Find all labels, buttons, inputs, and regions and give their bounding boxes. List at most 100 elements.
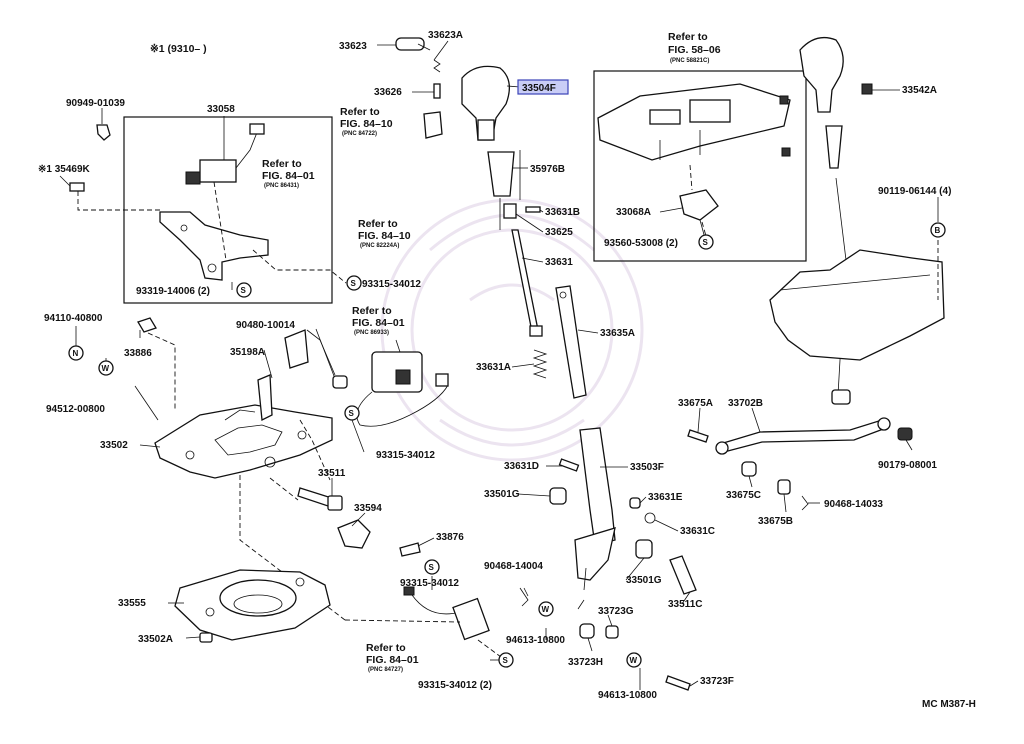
label-33723G[interactable]: 33723G xyxy=(598,606,634,617)
label-33542A[interactable]: 33542A xyxy=(902,85,937,96)
label-33702B[interactable]: 33702B xyxy=(728,398,763,409)
label-33502A[interactable]: 33502A xyxy=(138,634,173,645)
label-90119-06144[interactable]: 90119-06144 (4) xyxy=(878,186,951,197)
detent-bracket xyxy=(257,329,309,422)
svg-text:Refer to: Refer to xyxy=(358,218,398,230)
symbol-s-5: S xyxy=(498,652,514,668)
pin-33631E xyxy=(629,497,641,509)
label-33503F[interactable]: 33503F xyxy=(630,462,664,473)
label-93315-34012-b[interactable]: 93315-34012 xyxy=(376,450,435,461)
label-93315-34012-d[interactable]: 93315-34012 (2) xyxy=(418,680,492,691)
label-94512-00800[interactable]: 94512-00800 xyxy=(46,404,105,415)
button-33623 xyxy=(395,37,431,51)
symbol-s-1: S xyxy=(236,282,252,298)
label-33631D[interactable]: 33631D xyxy=(504,461,539,472)
svg-text:(PNC 86933): (PNC 86933) xyxy=(354,330,389,336)
cap-35469K xyxy=(69,182,85,192)
label-33058[interactable]: 33058 xyxy=(207,104,235,115)
label-33631A[interactable]: 33631A xyxy=(476,362,511,373)
label-33555[interactable]: 33555 xyxy=(118,598,146,609)
label-93319-14006[interactable]: 93319-14006 (2) xyxy=(136,286,210,297)
label-90949-01039[interactable]: 90949-01039 xyxy=(66,98,125,109)
label-33594[interactable]: 33594 xyxy=(354,503,382,514)
label-33623[interactable]: 33623 xyxy=(339,41,367,52)
reference-r3[interactable]: Refer to FIG. 84–10 (PNC 82224A) xyxy=(358,218,411,249)
label-94613-10800-a[interactable]: 94613-10800 xyxy=(506,635,565,646)
svg-text:B: B xyxy=(935,226,941,235)
label-33511C[interactable]: 33511C xyxy=(668,599,702,610)
svg-text:FIG. 84–01: FIG. 84–01 xyxy=(352,317,405,329)
svg-text:(PNC 58821C): (PNC 58821C) xyxy=(670,58,709,64)
label-33626[interactable]: 33626 xyxy=(374,87,402,98)
label-33501G-a[interactable]: 33501G xyxy=(484,489,520,500)
shift-lock-solenoid xyxy=(185,123,265,185)
harness-86933 xyxy=(356,351,449,427)
svg-text:W: W xyxy=(542,605,550,614)
cover-84722 xyxy=(423,111,443,139)
label-35469K[interactable]: ※1 35469K xyxy=(38,164,91,175)
pin-33626 xyxy=(433,83,441,99)
label-33504F[interactable]: 33504F xyxy=(522,83,556,94)
label-33631[interactable]: 33631 xyxy=(545,257,573,268)
label-33675C[interactable]: 33675C xyxy=(726,490,761,501)
bolt-33511 xyxy=(297,487,343,511)
svg-text:W: W xyxy=(102,364,110,373)
label-93315-34012-a[interactable]: 93315-34012 xyxy=(362,279,421,290)
label-33675B[interactable]: 33675B xyxy=(758,516,793,527)
label-90468-14004[interactable]: 90468-14004 xyxy=(484,561,543,572)
symbol-b: B xyxy=(930,222,946,238)
svg-text:S: S xyxy=(429,563,435,572)
svg-text:FIG. 84–01: FIG. 84–01 xyxy=(262,170,315,182)
label-90480-10014[interactable]: 90480-10014 xyxy=(236,320,295,331)
clip-33631C xyxy=(644,512,656,524)
lever-bracket-right xyxy=(769,249,945,361)
knob-right xyxy=(799,36,844,113)
label-93560-53008[interactable]: 93560-53008 (2) xyxy=(604,238,678,249)
label-94110-40800[interactable]: 94110-40800 xyxy=(44,313,103,324)
bushing-33723H xyxy=(579,623,595,639)
clamp-90949 xyxy=(96,124,111,141)
svg-text:(PNC 84727): (PNC 84727) xyxy=(368,667,403,673)
reference-r2[interactable]: Refer to FIG. 84–01 (PNC 86431) xyxy=(262,158,315,189)
label-90468-14033[interactable]: 90468-14033 xyxy=(824,499,883,510)
position-switch-33555 xyxy=(174,569,331,641)
reference-r5[interactable]: Refer to FIG. 58–06 (PNC 58821C) xyxy=(668,31,721,64)
label-35198A[interactable]: 35198A xyxy=(230,347,265,358)
label-33511[interactable]: 33511 xyxy=(318,468,346,479)
label-33876[interactable]: 33876 xyxy=(436,532,464,543)
reference-r6[interactable]: Refer to FIG. 84–01 (PNC 84727) xyxy=(366,642,419,673)
sensor-33876 xyxy=(399,542,421,557)
label-33501G-b[interactable]: 33501G xyxy=(626,575,662,586)
label-33502[interactable]: 33502 xyxy=(100,440,128,451)
svg-text:FIG. 58–06: FIG. 58–06 xyxy=(668,44,721,56)
reference-r1[interactable]: Refer to FIG. 84–10 (PNC 84722) xyxy=(340,106,393,137)
rod-33631 xyxy=(511,229,543,337)
label-33723H[interactable]: 33723H xyxy=(568,657,603,668)
lever-33635A xyxy=(555,285,587,399)
label-33623A[interactable]: 33623A xyxy=(428,30,463,41)
symbol-w-3: W xyxy=(626,652,642,668)
label-93315-34012-c[interactable]: 93315-34012 xyxy=(400,578,459,589)
label-33675A[interactable]: 33675A xyxy=(678,398,713,409)
reference-r4[interactable]: Refer to FIG. 84–01 (PNC 86933) xyxy=(352,305,405,336)
symbol-w-2: W xyxy=(538,601,554,617)
symbol-s-4: S xyxy=(424,559,440,575)
label-33886[interactable]: 33886 xyxy=(124,348,152,359)
bushing-33675C xyxy=(741,461,757,477)
label-35976B[interactable]: 35976B xyxy=(530,164,565,175)
label-33068A[interactable]: 33068A xyxy=(616,207,651,218)
label-33635A[interactable]: 33635A xyxy=(600,328,635,339)
collar-33625 xyxy=(503,203,517,219)
label-33631B[interactable]: 33631B xyxy=(545,207,580,218)
svg-text:(PNC 86431): (PNC 86431) xyxy=(264,183,299,189)
collar-33502A xyxy=(199,632,213,643)
bushing-33501G-a xyxy=(549,487,567,505)
label-33723F[interactable]: 33723F xyxy=(700,676,734,687)
label-90179-08001[interactable]: 90179-08001 xyxy=(878,460,937,471)
label-94613-10800-b[interactable]: 94613-10800 xyxy=(598,690,657,701)
label-33631E[interactable]: 33631E xyxy=(648,492,683,503)
svg-text:Refer to: Refer to xyxy=(668,31,708,43)
label-33625[interactable]: 33625 xyxy=(545,227,573,238)
label-33631C[interactable]: 33631C xyxy=(680,526,715,537)
